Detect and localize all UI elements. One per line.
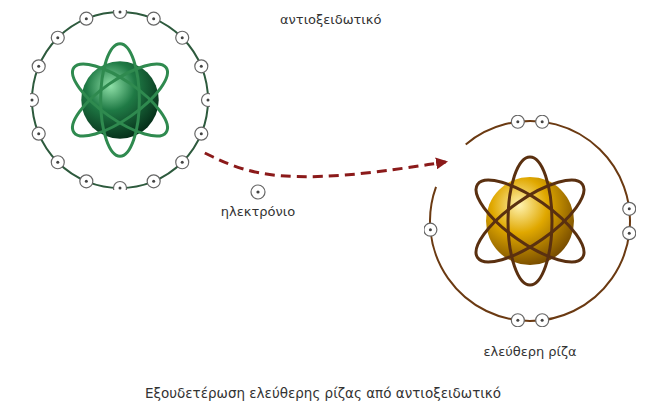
electron (176, 156, 189, 169)
electron (147, 175, 160, 188)
electron-shell (32, 12, 208, 188)
electron (80, 175, 93, 188)
electron (114, 10, 127, 19)
electron (114, 182, 127, 191)
nucleus (486, 177, 574, 265)
electron (195, 60, 208, 73)
atom-shape (424, 115, 636, 327)
electron-symbol (251, 185, 265, 199)
orbit (63, 52, 177, 148)
atom-label: ελεύθερη ρίζα (404, 344, 646, 360)
electron (623, 202, 636, 215)
atom-shape (30, 10, 210, 190)
electron (623, 227, 636, 240)
electron (32, 127, 45, 140)
orbit (101, 44, 140, 157)
caption: Εξουδετέρωση ελεύθερης ρίζας από αντιοξε… (0, 384, 646, 402)
electron (536, 314, 549, 327)
electron (195, 127, 208, 140)
orbit (465, 166, 595, 275)
atom-node: ελεύθερη ρίζα (424, 115, 636, 327)
atom-label: αντιοξειδωτικό (280, 12, 450, 28)
electron (80, 12, 93, 25)
orbit (465, 166, 595, 275)
electron (51, 156, 64, 169)
electron (202, 94, 211, 107)
electron (511, 314, 524, 327)
electron (176, 31, 189, 44)
atom-node: αντιοξειδωτικό (30, 10, 210, 190)
nucleus (81, 61, 158, 138)
electron (51, 31, 64, 44)
electron-shell (430, 121, 630, 321)
electron (32, 60, 45, 73)
electron (147, 12, 160, 25)
orbit (63, 52, 177, 148)
electron-label: ηλεκτρόνιο (198, 204, 318, 220)
electron (30, 94, 39, 107)
electron-transfer-arrow (205, 153, 446, 177)
electron (511, 115, 524, 128)
electron (536, 115, 549, 128)
orbit (508, 157, 552, 285)
electron (424, 223, 437, 236)
